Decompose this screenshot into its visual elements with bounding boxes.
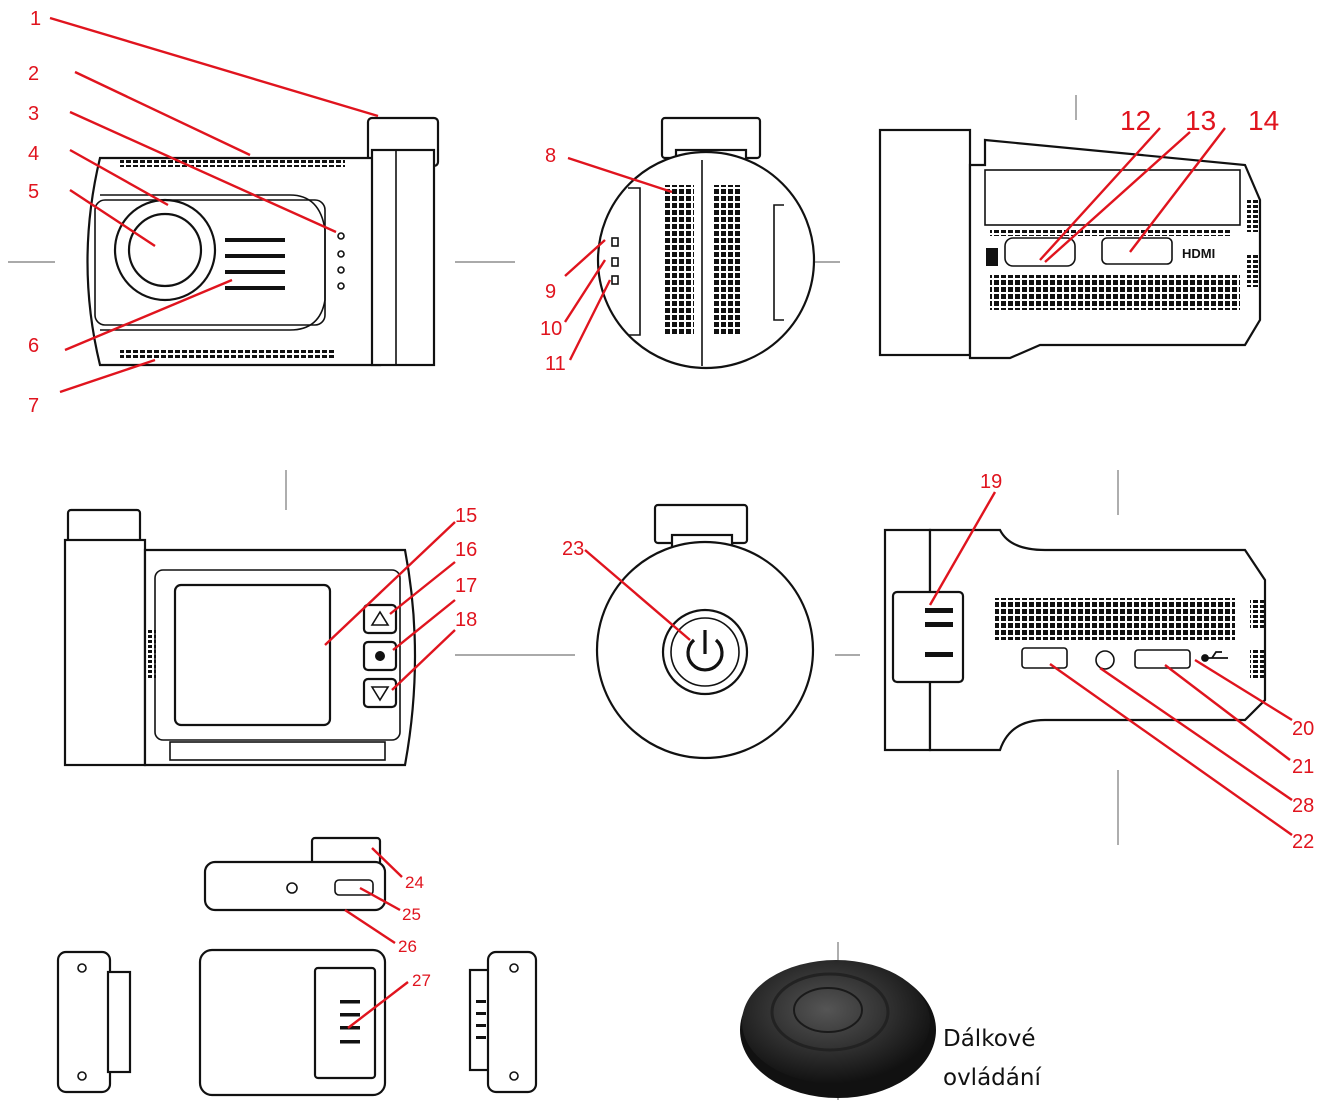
callout-17: 17 (455, 575, 477, 597)
callout-22: 22 (1292, 831, 1314, 853)
callout-18: 18 (455, 609, 477, 631)
rear-screen-view (63, 508, 417, 767)
down-button[interactable] (362, 677, 398, 709)
callout-26: 26 (398, 937, 417, 956)
up-button[interactable] (362, 603, 398, 635)
callout-4: 4 (28, 143, 39, 165)
side-clip-ribs (476, 1000, 486, 1039)
callout-12: 12 (1120, 105, 1151, 136)
callout-23: 23 (562, 538, 584, 560)
front-vent-slots (225, 238, 285, 290)
remote-caption-line1: Dálkové (943, 1026, 1036, 1052)
callout-28: 28 (1292, 795, 1314, 817)
callout-1: 1 (30, 8, 41, 30)
down-arrow-icon (370, 686, 390, 702)
callout-10: 10 (540, 318, 562, 340)
leader-lines (49, 16, 1293, 1029)
callout-27: 27 (412, 971, 431, 990)
callout-11: 11 (545, 353, 566, 375)
callout-25: 25 (402, 905, 421, 924)
callout-21: 21 (1292, 756, 1314, 778)
callout-6: 6 (28, 335, 39, 357)
usb-icon (1201, 651, 1228, 662)
mount-parts (56, 836, 538, 1097)
registered-icon (1095, 650, 1115, 670)
callout-15: 15 (455, 505, 477, 527)
callout-16: 16 (455, 539, 477, 561)
side-usb-view (883, 528, 1267, 752)
side-hdmi-view: HDMI (878, 128, 1262, 360)
top-round-view (596, 116, 816, 370)
callout-20: 20 (1292, 718, 1314, 740)
remote-caption-line2: ovládání (943, 1065, 1041, 1091)
rear-buttons (362, 603, 398, 709)
remote-control: Dálkové ovládání (740, 960, 1041, 1098)
side-ribs (1247, 200, 1259, 287)
power-view (595, 503, 815, 760)
callout-19: 19 (980, 471, 1002, 493)
callout-8: 8 (545, 145, 556, 167)
callout-14: 14 (1248, 105, 1279, 136)
callout-13: 13 (1185, 105, 1216, 136)
power-icon (686, 630, 724, 672)
callout-3: 3 (28, 103, 39, 125)
up-arrow-icon (370, 610, 390, 626)
mount-ribs (925, 608, 953, 657)
callout-9: 9 (545, 281, 556, 303)
callout-24: 24 (405, 873, 424, 892)
callout-7: 7 (28, 395, 39, 417)
record-icon (375, 651, 385, 661)
front-view (86, 116, 440, 367)
callout-labels: 1 2 3 4 5 6 7 8 9 10 11 12 13 14 15 16 1… (28, 8, 1314, 990)
callout-5: 5 (28, 181, 39, 203)
hdmi-label: HDMI (1182, 246, 1215, 261)
callout-2: 2 (28, 63, 39, 85)
